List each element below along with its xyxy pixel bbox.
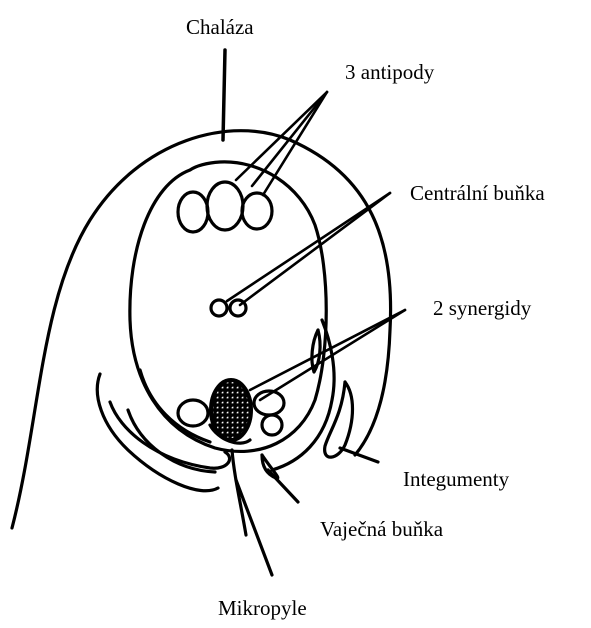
outer-integument: [12, 131, 391, 528]
micropyle-right-wall: [262, 455, 278, 478]
outer-integument-left-lobe: [97, 374, 218, 491]
synergid-lower: [262, 415, 282, 435]
label-central-cell: Centrální buňka: [410, 183, 545, 204]
label-synergidy: 2 synergidy: [433, 298, 531, 319]
micropyle-left-wall: [232, 450, 246, 535]
nucellus-inner: [140, 370, 210, 442]
egg-leader: [268, 470, 298, 502]
antipode-cell-3: [242, 193, 272, 229]
chalaza-leader: [223, 50, 225, 140]
antipode-cell-2: [207, 182, 243, 230]
antipody-leader-2: [252, 92, 327, 186]
label-chalaza: Chaláza: [186, 17, 254, 38]
outer-integument-right-lobe: [325, 382, 353, 457]
synergid-left: [178, 400, 208, 426]
label-egg-cell: Vaječná buňka: [320, 519, 443, 540]
label-mikropyle: Mikropyle: [218, 598, 307, 619]
label-antipody: 3 antipody: [345, 62, 434, 83]
central-leader-2: [240, 193, 390, 305]
label-integumenty: Integumenty: [403, 469, 509, 490]
egg-cell: [211, 380, 251, 440]
antipode-cell-1: [178, 192, 208, 232]
polar-nucleus-1: [211, 300, 227, 316]
mikropyle-leader: [236, 480, 272, 575]
